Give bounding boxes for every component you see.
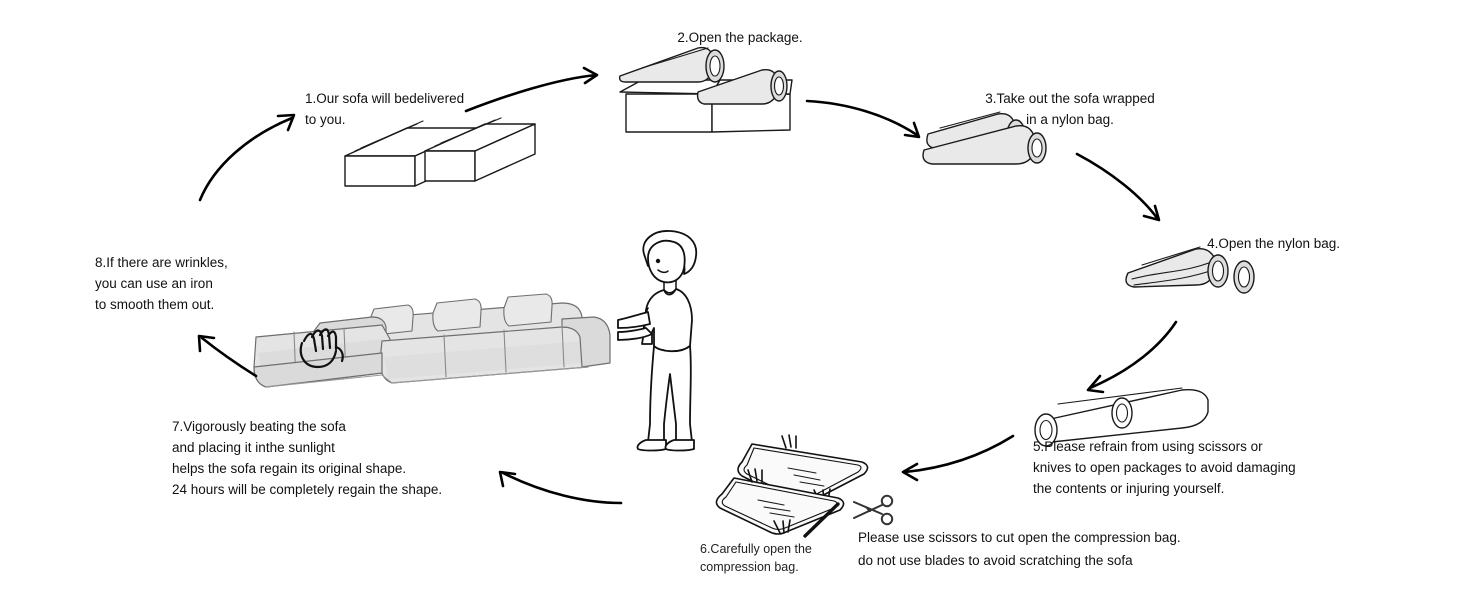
step-7-label: 7.Vigorously beating the sofa and placin… (172, 419, 443, 497)
step-3-illustration (920, 111, 1080, 172)
arrow-step8-to-step1 (196, 100, 306, 205)
step-1-label: 1.Our sofa will bedelivered to you. (305, 91, 465, 127)
person-illustration (617, 228, 728, 453)
step-1-illustration (335, 117, 545, 193)
sectional-sofa-icon (253, 293, 611, 388)
compression-bags-icon (715, 434, 869, 538)
arrow-step7-to-step8 (192, 326, 262, 381)
open-nylon-bag-icon (1125, 246, 1255, 294)
hand-smoothing-scribble (299, 328, 344, 369)
step-5-label: 5.Please refrain from using scissors or … (1033, 439, 1296, 496)
scissors-icon (850, 492, 896, 528)
scissors-note: Please use scissors to cut open the comp… (858, 530, 1181, 568)
arrow-step5-to-step6 (893, 432, 1018, 487)
step-2-label: 2.Open the package. (677, 30, 803, 45)
step-6-label: 6.Carefully open the compression bag. (700, 542, 812, 574)
step-3-label: 3.Take out the sofa wrapped in a nylon b… (985, 91, 1155, 127)
standing-person-icon (617, 230, 698, 452)
arrow-step2-to-step3 (805, 95, 935, 150)
step-2-illustration (612, 42, 812, 137)
arrow-step6-to-step7 (495, 465, 625, 510)
arrow-step1-to-step2 (462, 65, 612, 115)
step-7-illustration (232, 275, 632, 405)
step-8-label: 8.If there are wrinkles, you can use an … (95, 255, 228, 312)
arrow-step3-to-step4 (1075, 150, 1185, 235)
arrow-step4-to-step5 (1072, 318, 1182, 398)
nylon-wrapped-rolls-icon (922, 111, 1047, 165)
step-4-illustration (1122, 243, 1272, 305)
cardboard-boxes-icon (344, 117, 536, 187)
open-carton-with-rolls-icon (618, 46, 793, 133)
bare-rolls-icon (1034, 387, 1209, 447)
step-5-illustration (1022, 380, 1217, 450)
step-4-label: 4.Open the nylon bag. (1207, 236, 1340, 251)
step-6-illustration (690, 428, 890, 538)
